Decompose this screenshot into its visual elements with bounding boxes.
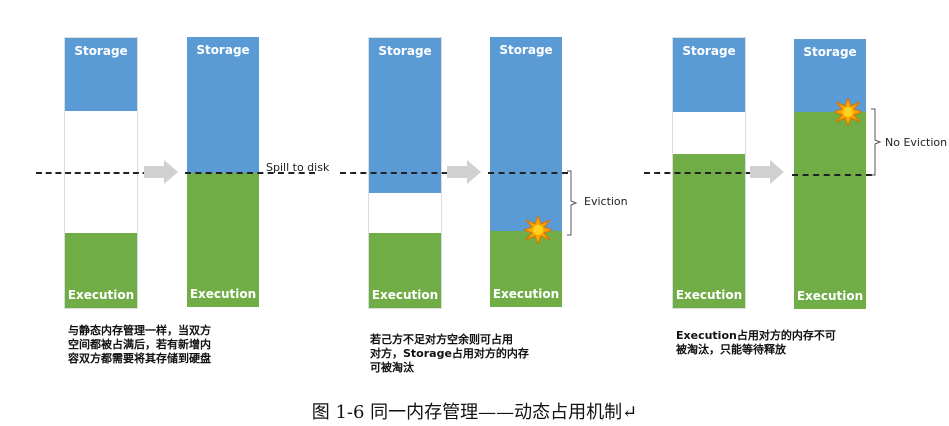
boundary-line	[340, 172, 468, 174]
execution-region: Execution	[187, 173, 259, 307]
execution-label: Execution	[189, 287, 257, 301]
execution-label: Execution	[492, 287, 560, 301]
caption-line: 若己方不足对方空余则可占用	[370, 333, 513, 346]
execution-label: Execution	[371, 288, 439, 302]
panel1-caption: 与静态内存管理一样，当双方 空间都被占满后，若有新增内 容双方都需要将其存储到硬…	[68, 324, 211, 366]
boundary-line	[792, 174, 872, 176]
execution-label: Execution	[796, 289, 864, 303]
collision-burst-icon	[524, 216, 552, 244]
execution-region: Execution	[794, 112, 866, 309]
panel2-after-bar: Storage Execution	[490, 37, 562, 307]
panel1-after-bar: Storage Execution	[187, 37, 259, 307]
boundary-line	[36, 172, 168, 174]
figure-caption: 图 1-6 同一内存管理——动态占用机制↵	[311, 402, 638, 423]
storage-region: Storage	[369, 38, 441, 193]
free-region	[369, 193, 441, 233]
storage-region: Storage	[794, 39, 866, 112]
storage-label: Storage	[378, 44, 432, 58]
execution-label: Execution	[675, 288, 743, 302]
storage-region: Storage	[673, 38, 745, 112]
caption-line: 空间都被占满后，若有新增内	[68, 338, 211, 351]
collision-burst-icon	[834, 98, 862, 126]
caption-line: 可被淘汰	[370, 361, 414, 374]
storage-label: Storage	[74, 44, 128, 58]
boundary-line	[488, 172, 568, 174]
caption-line: 与静态内存管理一样，当双方	[68, 324, 211, 337]
storage-region: Storage	[187, 37, 259, 173]
panel3-caption: Execution占用对方的内存不可 被淘汰，只能等待释放	[676, 329, 836, 357]
eviction-bracket	[567, 170, 578, 236]
no-eviction-bracket	[871, 108, 882, 176]
right-arrow-icon	[447, 160, 481, 184]
execution-region: Execution	[369, 233, 441, 308]
spill-to-disk-label: Spill to disk	[266, 161, 330, 174]
caption-line: 对方，Storage占用对方的内存	[370, 347, 529, 360]
caption-line: 被淘汰，只能等待释放	[676, 343, 786, 356]
boundary-line	[185, 172, 315, 174]
caption-line: 容双方都需要将其存储到硬盘	[68, 352, 211, 365]
storage-region: Storage	[65, 38, 137, 111]
storage-label: Storage	[196, 43, 250, 57]
right-arrow-icon	[144, 160, 178, 184]
free-region	[673, 112, 745, 154]
execution-label: Execution	[67, 288, 135, 302]
storage-region: Storage	[490, 37, 562, 231]
panel2-before-bar: Storage Execution	[368, 37, 442, 309]
storage-label: Storage	[682, 44, 736, 58]
panel3-after-bar: Storage Execution	[794, 39, 866, 309]
caption-line: Execution占用对方的内存不可	[676, 329, 836, 342]
right-arrow-icon	[750, 160, 784, 184]
execution-region: Execution	[490, 231, 562, 307]
storage-label: Storage	[803, 45, 857, 59]
execution-region: Execution	[673, 154, 745, 308]
panel2-caption: 若己方不足对方空余则可占用 对方，Storage占用对方的内存 可被淘汰	[370, 333, 529, 375]
storage-label: Storage	[499, 43, 553, 57]
execution-region: Execution	[65, 233, 137, 308]
boundary-line	[644, 172, 772, 174]
no-eviction-label: No Eviction	[885, 136, 948, 149]
eviction-label: Eviction	[584, 195, 628, 208]
